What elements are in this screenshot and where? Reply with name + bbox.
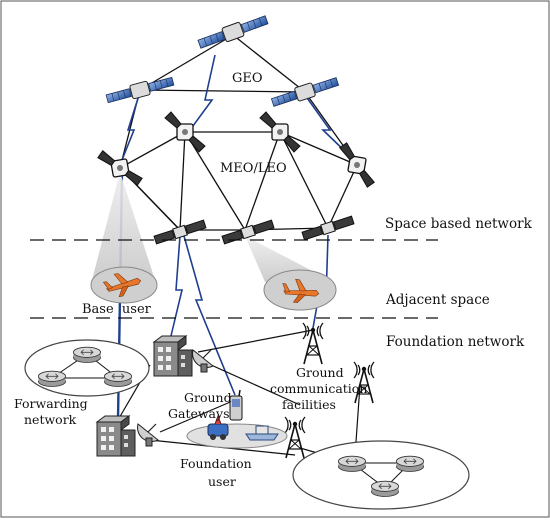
router-icon <box>370 480 400 497</box>
router-icon <box>72 346 102 363</box>
label-ground-comm-line2: communication <box>270 381 367 396</box>
label-base-user: Base user <box>82 302 152 317</box>
meo-satellite-icon <box>333 141 381 189</box>
mobile-phone-icon <box>229 389 243 421</box>
ground-gateway-building-icon <box>153 335 193 377</box>
label-foundation-user-line1: Foundation <box>180 456 252 471</box>
foundation-network-cloud <box>292 440 470 510</box>
label-forwarding-network-line1: Forwarding <box>14 396 88 411</box>
label-forwarding-network-line2: network <box>24 412 77 427</box>
leo-satellite-icon <box>301 215 355 241</box>
leo-satellite-icon <box>153 219 207 245</box>
geo-satellite-icon <box>196 12 270 52</box>
label-ground-comm-line3: facilities <box>282 397 336 412</box>
satellite-dish-icon <box>191 349 214 373</box>
forwarding-building-icon <box>96 415 136 457</box>
label-foundation-network: Foundation network <box>386 334 525 350</box>
vehicle-icon <box>207 414 229 440</box>
label-ground-gateways-line2: Gateways <box>168 406 230 421</box>
ship-icon <box>245 425 279 441</box>
ground-tower-icon <box>302 322 324 365</box>
label-meo-leo: MEO/LEO <box>220 161 287 176</box>
router-icon <box>395 455 425 472</box>
router-icon <box>103 370 133 387</box>
wireless-links <box>121 54 353 396</box>
coverage-cone-base <box>92 172 155 280</box>
leo-satellite-icon <box>221 219 275 245</box>
label-space-based-network: Space based network <box>385 216 533 232</box>
satellite-dish-icon <box>136 423 159 447</box>
satellite-mesh-links <box>119 34 358 231</box>
label-geo: GEO <box>232 71 263 86</box>
label-ground-gateways-line1: Ground <box>184 390 232 405</box>
router-icon <box>37 370 67 387</box>
ground-tower-icon <box>284 416 306 459</box>
label-ground-comm-line1: Ground <box>296 365 344 380</box>
label-foundation-user-line2: user <box>208 474 236 489</box>
label-adjacent-space: Adjacent space <box>385 292 490 308</box>
router-icon <box>337 455 367 472</box>
